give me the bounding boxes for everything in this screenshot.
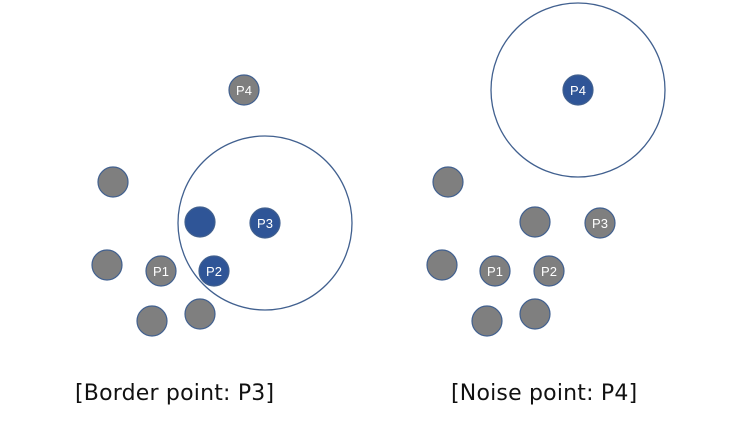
point-label: P2 — [206, 264, 222, 279]
point-marker — [426, 249, 458, 281]
data-point — [471, 305, 503, 337]
point-label: P3 — [592, 216, 608, 231]
epsilon-radius-circle — [177, 135, 353, 311]
point-p2: P2 — [533, 255, 565, 287]
point-marker — [562, 74, 594, 106]
data-point — [91, 249, 123, 281]
point-label: P4 — [236, 83, 252, 98]
point-marker — [432, 166, 464, 198]
point-marker — [519, 206, 551, 238]
data-point — [136, 305, 168, 337]
point-label: P1 — [153, 264, 169, 279]
point-label: P3 — [257, 216, 273, 231]
point-marker — [533, 255, 565, 287]
point-marker — [198, 255, 230, 287]
point-p3: P3 — [249, 207, 281, 239]
point-marker — [136, 305, 168, 337]
point-p1: P1 — [145, 255, 177, 287]
data-point — [184, 298, 216, 330]
point-marker — [97, 166, 129, 198]
data-point — [426, 249, 458, 281]
point-marker — [184, 206, 216, 238]
noise-point-caption: [Noise point: P4] — [451, 381, 638, 406]
point-p2: P2 — [198, 255, 230, 287]
data-point — [184, 206, 216, 238]
epsilon-radius-circle — [490, 2, 666, 178]
point-label: P4 — [570, 83, 586, 98]
point-marker — [249, 207, 281, 239]
point-marker — [184, 298, 216, 330]
point-marker — [519, 298, 551, 330]
data-point — [432, 166, 464, 198]
point-p3: P3 — [584, 207, 616, 239]
point-marker — [91, 249, 123, 281]
data-point — [519, 298, 551, 330]
point-marker — [479, 255, 511, 287]
point-marker — [471, 305, 503, 337]
point-label: P2 — [541, 264, 557, 279]
point-p4: P4 — [228, 74, 260, 106]
point-p4: P4 — [562, 74, 594, 106]
data-point — [97, 166, 129, 198]
point-marker — [145, 255, 177, 287]
point-marker — [584, 207, 616, 239]
point-marker — [228, 74, 260, 106]
border-point-caption: [Border point: P3] — [75, 381, 275, 406]
point-p1: P1 — [479, 255, 511, 287]
data-point — [519, 206, 551, 238]
point-label: P1 — [487, 264, 503, 279]
